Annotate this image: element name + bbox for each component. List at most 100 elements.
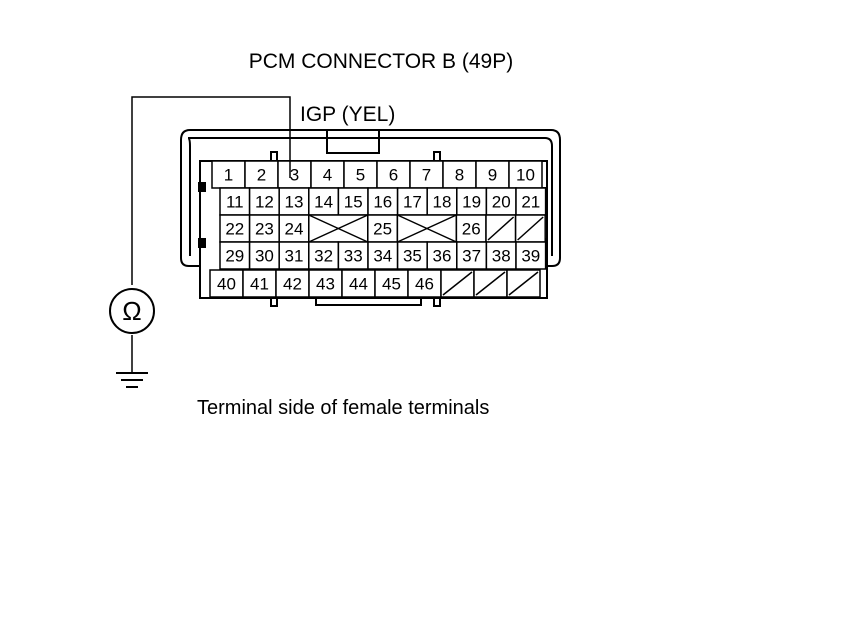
terminal-cell-empty: [396, 214, 458, 243]
terminal-cell-11: 11: [219, 187, 251, 216]
terminal-label: 22: [225, 220, 244, 239]
terminal-cell-46: 46: [407, 269, 442, 298]
terminal-label: 15: [344, 193, 363, 212]
terminal-label: 14: [314, 193, 333, 212]
terminal-cell-20: 20: [485, 187, 517, 216]
terminal-label: 7: [422, 166, 431, 185]
terminal-label: 13: [285, 193, 304, 212]
ohmmeter-icon: Ω: [109, 288, 155, 334]
terminal-cell-32: 32: [308, 241, 340, 270]
terminal-cell-1: 1: [211, 160, 246, 189]
terminal-label: 12: [255, 193, 274, 212]
terminal-cell-26: 26: [455, 214, 487, 243]
terminal-cell-empty: [473, 269, 508, 298]
terminal-label: 30: [255, 247, 274, 266]
terminal-label: 18: [433, 193, 452, 212]
terminal-label: 10: [516, 166, 535, 185]
terminal-cell-6: 6: [376, 160, 411, 189]
terminal-cell-33: 33: [337, 241, 369, 270]
terminal-cell-44: 44: [341, 269, 376, 298]
terminal-label: 20: [492, 193, 511, 212]
terminal-label: 32: [314, 247, 333, 266]
terminal-label: 46: [415, 275, 434, 294]
terminal-cell-8: 8: [442, 160, 477, 189]
ohm-symbol: Ω: [122, 296, 141, 326]
terminal-cell-31: 31: [278, 241, 310, 270]
terminal-label: 36: [433, 247, 452, 266]
terminal-label: 17: [403, 193, 422, 212]
terminal-cell-7: 7: [409, 160, 444, 189]
terminal-cell-5: 5: [343, 160, 378, 189]
terminal-cell-23: 23: [248, 214, 280, 243]
terminal-cell-15: 15: [337, 187, 369, 216]
terminal-label: 31: [285, 247, 304, 266]
terminal-label: 21: [521, 193, 540, 212]
caption: Terminal side of female terminals: [197, 397, 489, 419]
terminal-cell-4: 4: [310, 160, 345, 189]
terminal-cell-34: 34: [367, 241, 399, 270]
terminal-cell-empty: [506, 269, 541, 298]
terminal-label: 4: [323, 166, 332, 185]
terminal-cell-12: 12: [248, 187, 280, 216]
terminal-cell-39: 39: [515, 241, 547, 270]
terminal-cell-21: 21: [515, 187, 547, 216]
wire-label: IGP (YEL): [300, 103, 395, 126]
ground-icon: [116, 372, 148, 388]
terminal-cell-25: 25: [367, 214, 399, 243]
terminal-cell-16: 16: [367, 187, 399, 216]
terminal-label: 29: [225, 247, 244, 266]
terminal-label: 11: [226, 193, 244, 212]
terminal-label: 3: [290, 166, 299, 185]
terminal-label: 40: [217, 275, 236, 294]
terminal-cell-13: 13: [278, 187, 310, 216]
terminal-cell-35: 35: [396, 241, 428, 270]
terminal-cell-empty: [440, 269, 475, 298]
terminal-cell-36: 36: [426, 241, 458, 270]
terminal-label: 9: [488, 166, 497, 185]
terminal-cell-40: 40: [209, 269, 244, 298]
terminal-label: 24: [285, 220, 304, 239]
terminal-cell-41: 41: [242, 269, 277, 298]
terminal-label: 23: [255, 220, 274, 239]
terminal-label: 44: [349, 275, 368, 294]
terminal-cell-2: 2: [244, 160, 279, 189]
terminal-cell-empty: [308, 214, 369, 243]
terminal-cell-14: 14: [308, 187, 340, 216]
terminal-cell-22: 22: [219, 214, 251, 243]
terminal-cell-43: 43: [308, 269, 343, 298]
terminal-label: 16: [373, 193, 392, 212]
terminal-label: 2: [257, 166, 266, 185]
terminal-label: 19: [462, 193, 481, 212]
terminal-cell-18: 18: [426, 187, 458, 216]
terminal-label: 41: [250, 275, 269, 294]
terminal-label: 6: [389, 166, 398, 185]
terminal-cell-24: 24: [278, 214, 310, 243]
terminal-cell-17: 17: [396, 187, 428, 216]
diagram-title: PCM CONNECTOR B (49P): [249, 50, 513, 73]
terminal-label: 37: [462, 247, 481, 266]
terminal-label: 45: [382, 275, 401, 294]
terminal-cell-38: 38: [485, 241, 517, 270]
terminal-cell-9: 9: [475, 160, 510, 189]
probe-wire: [131, 96, 291, 372]
terminal-cell-37: 37: [456, 241, 488, 270]
terminal-label: 43: [316, 275, 335, 294]
terminal-label: 25: [373, 220, 392, 239]
terminal-label: 42: [283, 275, 302, 294]
terminal-label: 8: [455, 166, 464, 185]
terminal-cell-3: 3: [277, 160, 312, 189]
terminal-cell-29: 29: [219, 241, 251, 270]
terminal-cell-10: 10: [508, 160, 543, 189]
terminal-label: 5: [356, 166, 365, 185]
terminal-label: 34: [373, 247, 392, 266]
terminal-cell-empty: [514, 214, 546, 243]
terminal-cell-45: 45: [374, 269, 409, 298]
terminal-cell-empty: [485, 214, 517, 243]
terminal-label: 39: [521, 247, 540, 266]
terminal-label: 26: [462, 220, 481, 239]
terminal-label: 33: [344, 247, 363, 266]
terminal-label: 35: [403, 247, 422, 266]
terminal-cell-30: 30: [248, 241, 280, 270]
